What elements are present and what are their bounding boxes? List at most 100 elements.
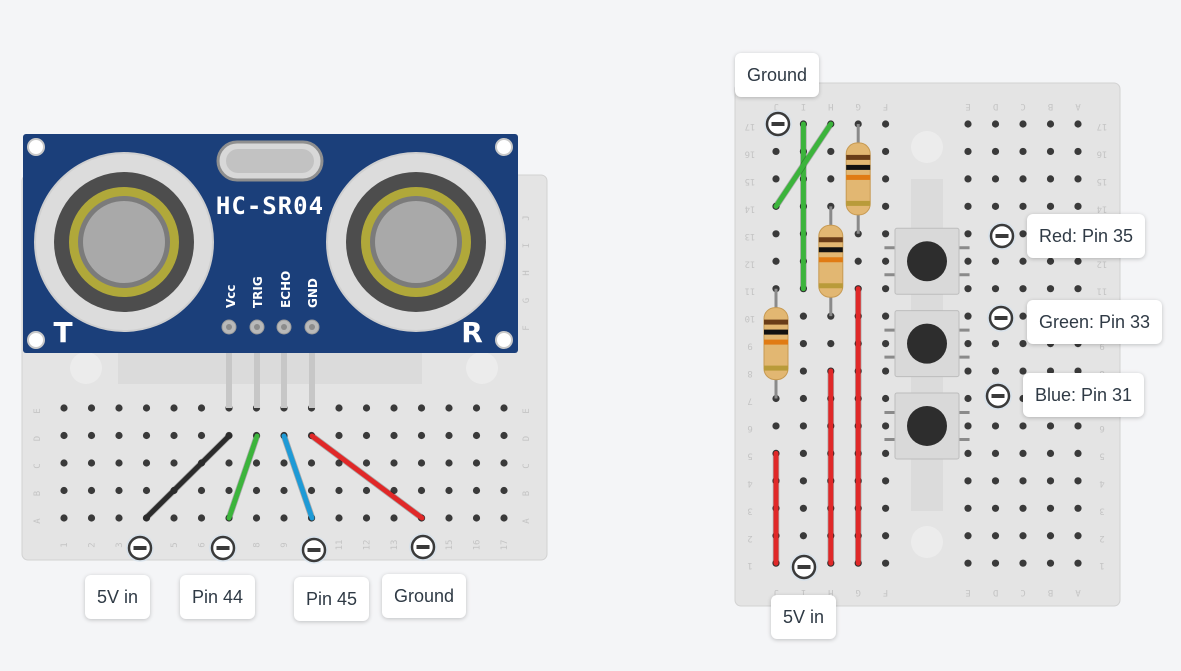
left-col-number: 3 [115, 542, 125, 547]
left-hole [417, 459, 426, 467]
right-hole [964, 477, 972, 485]
right-hole [964, 367, 972, 375]
resistor-blue-band [764, 365, 788, 371]
left-hole [417, 404, 426, 412]
right-row-number: 9 [1099, 341, 1104, 351]
left-hole [225, 459, 233, 467]
right-row-number: 2 [747, 533, 752, 543]
right-hole [1046, 367, 1055, 375]
right-row-number: 6 [747, 423, 752, 433]
right-hole [964, 285, 972, 293]
marker-pin-45-icon-bar [307, 548, 321, 552]
left-hole [197, 486, 206, 495]
transmitter-mark: T [53, 316, 72, 349]
left-hole [170, 431, 178, 440]
right-hole [772, 147, 780, 156]
left-hole [252, 486, 261, 495]
resistor-red-band [846, 174, 871, 180]
right-hole [991, 202, 1000, 210]
wire-ground [309, 433, 425, 521]
push-button-green-cap [907, 323, 947, 364]
right-row-number: 2 [1099, 533, 1104, 543]
left-hole [500, 404, 508, 412]
receiver-mark: R [461, 316, 483, 349]
left-col-number: 12 [363, 540, 373, 551]
push-button-blue-cap [907, 405, 947, 446]
marker-red-pin-35-icon-bar [995, 234, 1009, 238]
left-hole [472, 404, 481, 412]
left-hole [60, 486, 68, 495]
left-hole [500, 486, 508, 495]
left-hole [417, 486, 426, 495]
right-hole [1019, 202, 1027, 210]
left-hole [390, 404, 398, 412]
resistor-green-band [818, 237, 843, 243]
right-hole [1019, 477, 1027, 485]
right-hole [1019, 257, 1027, 265]
right-hole [1074, 504, 1082, 512]
left-hole [335, 486, 343, 495]
right-hole [1019, 532, 1027, 540]
right-hole [799, 422, 808, 430]
right-hole [799, 312, 808, 320]
right-hole [964, 257, 972, 265]
right-hole [964, 559, 972, 567]
sensor-mount-hole [495, 331, 513, 349]
right-hole [964, 394, 972, 403]
left-hole [445, 514, 453, 522]
left-hole [472, 514, 481, 522]
right-hole [1046, 285, 1055, 293]
right-hole [882, 202, 890, 210]
right-hole [1019, 340, 1027, 348]
left-col-number: 15 [445, 540, 455, 551]
left-hole [335, 514, 343, 522]
sensor-pin-label-gnd: GND [306, 278, 320, 308]
right-hole [882, 532, 890, 540]
left-hole [500, 459, 508, 467]
wire-trig [226, 433, 260, 521]
right-hole [1019, 422, 1027, 430]
right-col-letter: D [993, 587, 998, 597]
left-hole [362, 514, 371, 522]
left-row-letter: B [33, 491, 43, 496]
left-hole [170, 459, 178, 467]
sensor-lead [309, 353, 315, 408]
right-row-number: 8 [747, 368, 752, 378]
callout-green-pin-33: Green: Pin 33 [1027, 300, 1163, 344]
right-hole [799, 394, 808, 403]
wire-ground-jumper [773, 121, 834, 209]
right-hole [991, 175, 1000, 183]
right-row-number: 12 [1097, 258, 1108, 268]
right-mount-hole [911, 526, 943, 558]
right-hole [1046, 504, 1055, 512]
right-hole [1074, 175, 1082, 183]
left-hole [115, 514, 123, 522]
right-hole [827, 175, 835, 183]
left-row-letter: E [522, 408, 532, 413]
left-hole [445, 486, 453, 495]
left-hole [280, 459, 288, 467]
right-hole [1019, 367, 1027, 375]
left-col-number: 6 [198, 542, 208, 547]
sensor-pin-core [226, 324, 232, 330]
left-hole [142, 404, 151, 412]
right-col-letter: C [1020, 587, 1025, 597]
left-hole [87, 404, 96, 412]
right-hole [1074, 120, 1082, 128]
sensor-pin-core [254, 324, 260, 330]
right-hole [772, 422, 780, 430]
right-hole [772, 175, 780, 183]
right-hole [882, 257, 890, 265]
left-hole [472, 459, 481, 467]
wire-echo [281, 433, 315, 521]
callout-ground-right: Ground [735, 53, 820, 97]
right-hole [1019, 285, 1027, 293]
right-hole [1019, 559, 1027, 567]
left-hole [472, 486, 481, 495]
left-hole [60, 431, 68, 440]
right-hole [991, 367, 1000, 375]
left-row-letter: A [522, 518, 532, 524]
right-hole [882, 175, 890, 183]
right-hole [1074, 147, 1082, 156]
left-row-letter: D [522, 436, 532, 441]
